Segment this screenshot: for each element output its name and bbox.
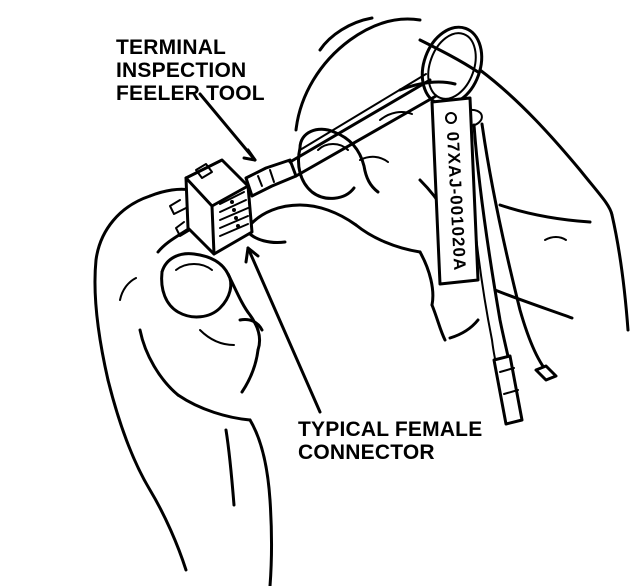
feeler-tool-label-line1: TERMINAL xyxy=(116,36,227,59)
connector-label-line1: TYPICAL FEMALE xyxy=(298,418,483,441)
feeler-tool-label-line2: INSPECTION xyxy=(116,59,247,82)
feeler-tool xyxy=(244,25,558,426)
part-number-tag: 07XAJ-001020A xyxy=(430,96,480,286)
left-hand xyxy=(93,187,273,586)
connector-label: TYPICAL FEMALE CONNECTOR xyxy=(298,418,482,464)
feeler-tool-label-line3: FEELER TOOL xyxy=(116,82,265,105)
right-hand xyxy=(246,16,630,342)
feeler-tool-label: TERMINAL INSPECTION FEELER TOOL xyxy=(116,36,265,105)
connector-label-line2: CONNECTOR xyxy=(298,441,435,464)
female-connector xyxy=(169,158,254,256)
leader-lines xyxy=(198,92,322,414)
